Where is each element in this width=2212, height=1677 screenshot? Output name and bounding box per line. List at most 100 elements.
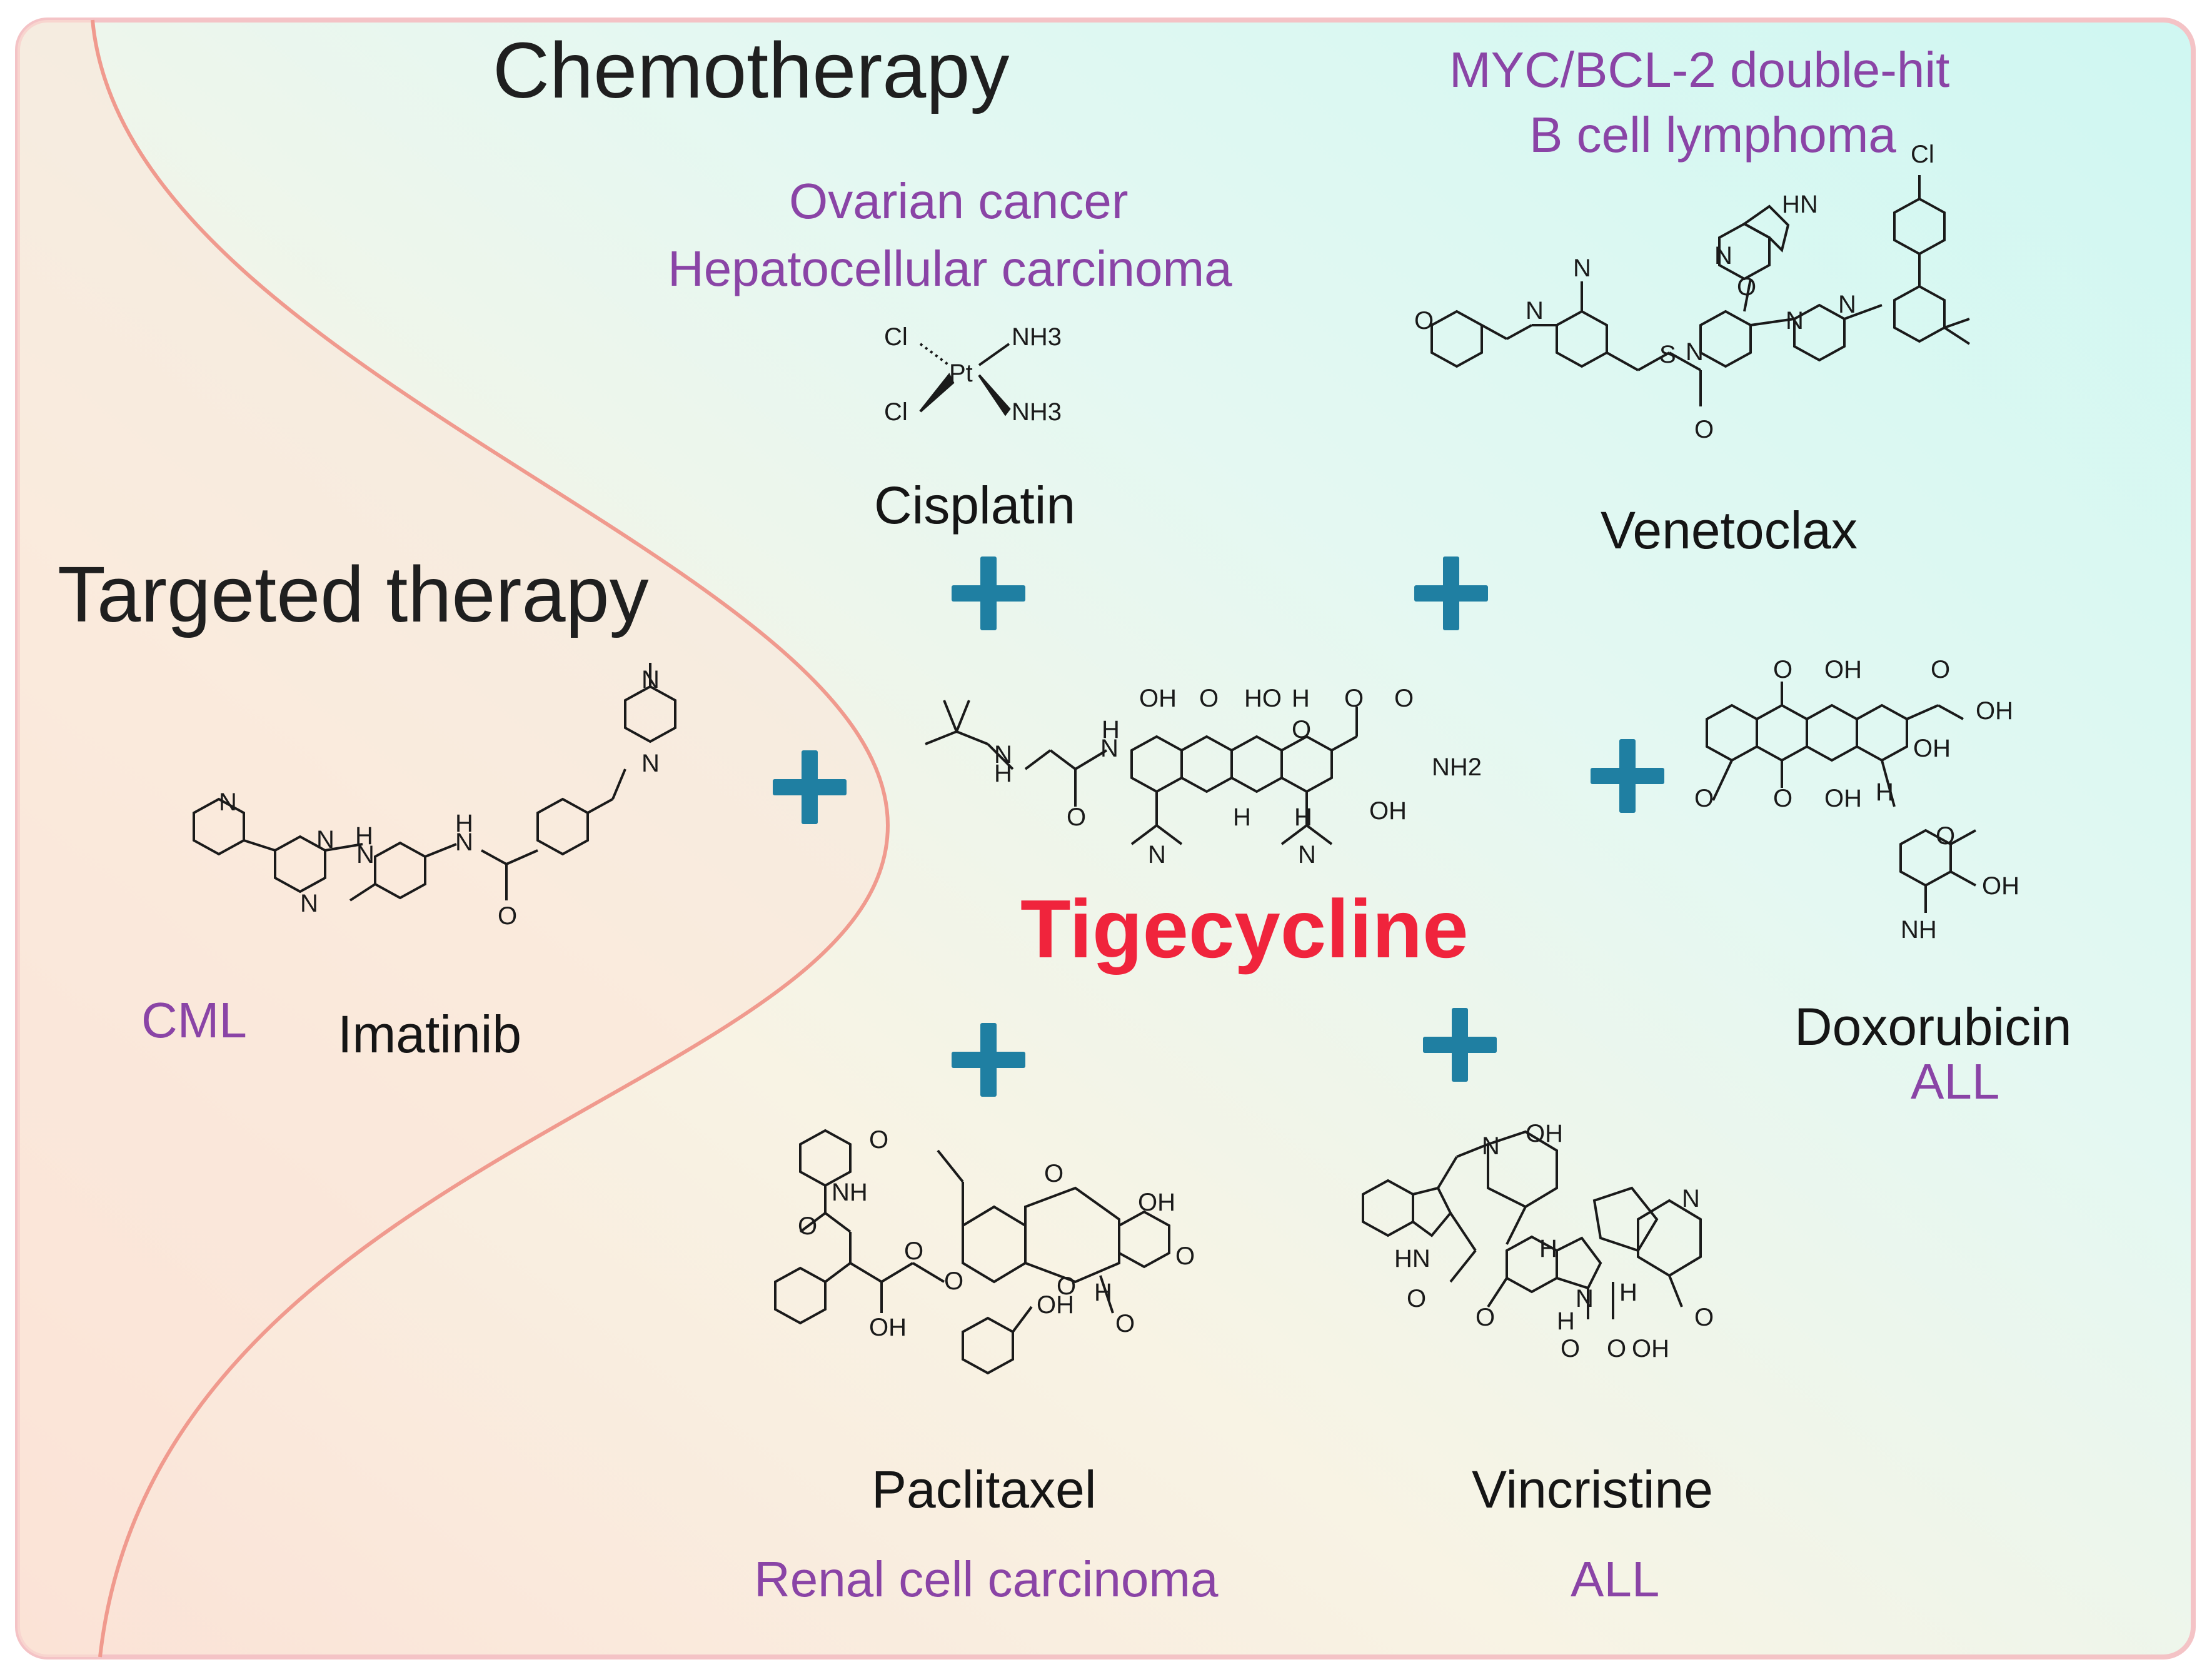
- atom-label: Cl: [884, 323, 908, 351]
- paclitaxel-disease: Renal cell carcinoma: [754, 1551, 1219, 1607]
- atom-label: NH3: [1012, 323, 1062, 351]
- atom-label: OH: [1037, 1291, 1074, 1319]
- atom-label: NH3: [1012, 398, 1062, 426]
- plus-icon: [773, 750, 847, 824]
- venetoclax-structure: O N N S N O HN N O N N Cl: [1407, 138, 2069, 475]
- atom-label: N: [994, 741, 1012, 768]
- atom-label: N: [1482, 1132, 1500, 1160]
- vincristine-label: Vincristine: [1472, 1460, 1713, 1519]
- atom-label: NH: [832, 1179, 868, 1206]
- atom-label: OH: [1369, 797, 1407, 825]
- atom-label: OH: [1824, 656, 1862, 683]
- atom-label: O: [1394, 685, 1414, 712]
- plus-icon: [952, 556, 1025, 630]
- atom-label: N: [1298, 841, 1316, 869]
- atom-label: OH: [1139, 685, 1177, 712]
- atom-label: H: [1094, 1279, 1112, 1306]
- atom-label: O: [498, 902, 517, 930]
- atom-label: H: [1876, 778, 1894, 806]
- atom-label: O: [1067, 803, 1086, 831]
- atom-label: OH: [869, 1314, 907, 1341]
- atom-label: O: [1057, 1272, 1076, 1300]
- divider-curve: [91, 19, 890, 1658]
- atom-label: HN: [1782, 191, 1818, 218]
- atom-label: OH: [1982, 872, 2019, 900]
- tigecycline-structure: H N O H N OH O HO H O O H H N N O NH2 OH: [919, 675, 1582, 900]
- atom-label: H: [1539, 1235, 1557, 1262]
- paclitaxel-structure: O O NH O OH O O OH OH H O O O: [750, 1126, 1225, 1426]
- atom-label: H: [355, 822, 373, 850]
- atom-label: O: [1773, 656, 1792, 683]
- venetoclax-disease-1: MYC/BCL-2 double-hit: [1449, 42, 1950, 98]
- atom-label: H: [1557, 1307, 1575, 1335]
- atom-label: O: [1694, 1304, 1714, 1331]
- atom-label: N: [641, 750, 660, 777]
- atom-label: O: [944, 1267, 963, 1295]
- venetoclax-label: Venetoclax: [1601, 501, 1858, 560]
- atom-label: H: [1294, 803, 1312, 831]
- doxorubicin-disease: ALL: [1911, 1054, 2000, 1109]
- atom-label: S: [1659, 341, 1676, 368]
- atom-label: N: [1838, 291, 1856, 318]
- atom-label: N: [1686, 338, 1704, 366]
- atom-label: O: [1476, 1304, 1495, 1331]
- atom-label: O: [798, 1212, 817, 1240]
- atom-label: O: [1292, 716, 1311, 743]
- atom-label: O: [1561, 1335, 1580, 1362]
- atom-label: H: [1102, 716, 1120, 743]
- plus-icon: [1423, 1008, 1497, 1082]
- atom-label: OH: [1632, 1335, 1669, 1362]
- atom-label: N: [1100, 735, 1119, 762]
- atom-label: O: [1737, 273, 1756, 301]
- atom-label: OH: [1824, 785, 1862, 812]
- plus-icon: [1591, 739, 1664, 813]
- doxorubicin-label: Doxorubicin: [1794, 997, 2072, 1056]
- atom-label: O: [869, 1126, 888, 1154]
- atom-label: O: [1936, 822, 1955, 850]
- atom-label: N: [455, 828, 473, 856]
- cisplatin-label: Cisplatin: [874, 476, 1076, 535]
- atom-label: N: [1526, 297, 1544, 325]
- atom-label: N: [300, 890, 318, 917]
- atom-label: NH2: [1432, 753, 1482, 781]
- atom-label: O: [1694, 416, 1714, 443]
- atom-label: N: [1714, 242, 1732, 269]
- atom-label: N: [1573, 254, 1591, 282]
- cisplatin-disease-2: Hepatocellular carcinoma: [668, 241, 1232, 296]
- atom-label: N: [1682, 1185, 1700, 1212]
- imatinib-structure: N N N H N H N O N N: [175, 663, 763, 950]
- atom-label: O: [1414, 307, 1434, 335]
- atom-label: O: [1773, 785, 1792, 812]
- atom-label: O: [1115, 1310, 1135, 1337]
- atom-label: O: [1694, 785, 1714, 812]
- atom-label: O: [1044, 1160, 1063, 1187]
- plus-icon: [952, 1023, 1025, 1097]
- atom-label: OH: [1138, 1189, 1175, 1216]
- atom-label: O: [1344, 685, 1364, 712]
- atom-label: OH: [1976, 697, 2013, 725]
- atom-label: N: [316, 826, 334, 854]
- venetoclax-disease-2: B cell lymphoma: [1529, 107, 1896, 163]
- atom-label: N: [356, 841, 375, 869]
- chemotherapy-heading: Chemotherapy: [493, 26, 1010, 114]
- imatinib-label: Imatinib: [338, 1005, 522, 1064]
- cisplatin-disease-1: Ovarian cancer: [789, 173, 1129, 229]
- atom-label: N: [219, 788, 237, 816]
- doxorubicin-structure: O OH O O OH O OH OH H O OH NH: [1688, 656, 2138, 982]
- atom-label: OH: [1526, 1120, 1563, 1147]
- atom-label: H: [455, 810, 473, 837]
- tigecycline-title: Tigecycline: [1020, 883, 1469, 975]
- atom-label: N: [641, 666, 660, 693]
- atom-label: Cl: [1911, 141, 1934, 168]
- vincristine-disease: ALL: [1571, 1551, 1660, 1607]
- atom-label: H: [1233, 803, 1251, 831]
- atom-label: O: [1175, 1242, 1195, 1270]
- atom-label: O: [1199, 685, 1219, 712]
- atom-label: Cl: [884, 398, 908, 426]
- cisplatin-structure: Cl Cl Pt NH3 NH3: [869, 313, 1094, 438]
- targeted-therapy-heading: Targeted therapy: [58, 550, 649, 638]
- atom-label: H: [1292, 685, 1310, 712]
- atom-label: H: [994, 760, 1012, 787]
- atom-label: O: [1407, 1285, 1426, 1312]
